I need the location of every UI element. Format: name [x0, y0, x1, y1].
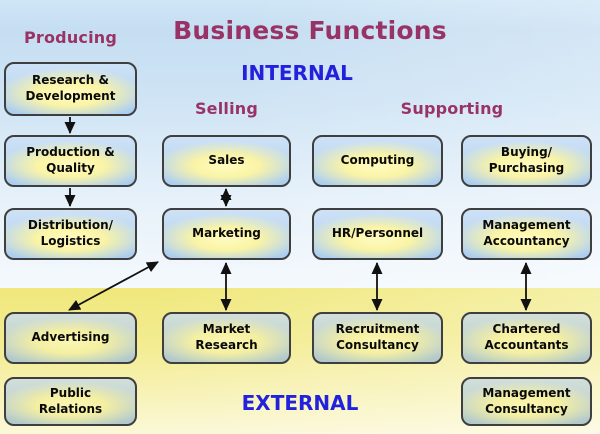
box-management-accountancy: Management Accountancy: [461, 208, 592, 260]
box-market-research: Market Research: [162, 312, 291, 364]
box-computing: Computing: [312, 135, 443, 187]
box-sales: Sales: [162, 135, 291, 187]
group-label-supporting: Supporting: [400, 99, 504, 118]
box-buying-purchasing: Buying/ Purchasing: [461, 135, 592, 187]
box-production-quality: Production & Quality: [4, 135, 137, 187]
group-label-producing: Producing: [23, 28, 118, 47]
box-distribution-logistics: Distribution/ Logistics: [4, 208, 137, 260]
zone-label-internal: INTERNAL: [241, 61, 353, 85]
box-chartered-accountants: Chartered Accountants: [461, 312, 592, 364]
box-advertising: Advertising: [4, 312, 137, 364]
zone-label-external: EXTERNAL: [241, 391, 359, 415]
box-hr-personnel: HR/Personnel: [312, 208, 443, 260]
box-marketing: Marketing: [162, 208, 291, 260]
box-recruitment-consultancy: Recruitment Consultancy: [312, 312, 443, 364]
box-public-relations: Public Relations: [4, 377, 137, 426]
box-research-development: Research & Development: [4, 62, 137, 116]
group-label-selling: Selling: [194, 99, 259, 118]
page-title: Business Functions: [173, 16, 447, 45]
box-management-consultancy: Management Consultancy: [461, 377, 592, 426]
